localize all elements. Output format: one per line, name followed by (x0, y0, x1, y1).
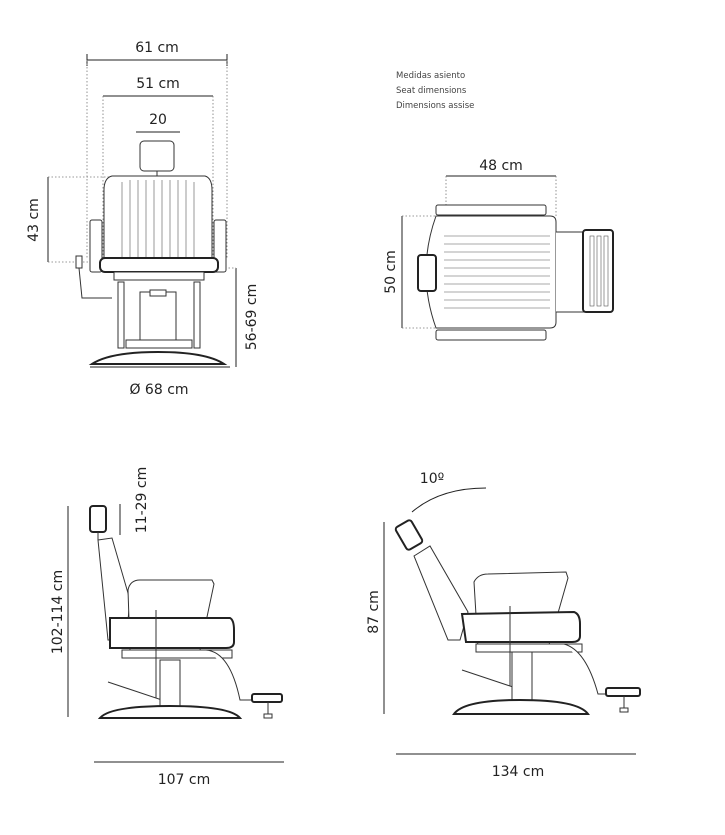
label-length-side: 107 cm (158, 772, 211, 788)
chair-top-drawing (417, 204, 614, 341)
label-total-height: 102-114 cm (50, 570, 66, 654)
dim-height-reclined: 87 cm (366, 522, 385, 714)
label-seat-width: 48 cm (479, 158, 523, 174)
note-line-2: Seat dimensions (396, 86, 467, 96)
chair-side-drawing (89, 505, 283, 719)
reclined-view: 10º 87 cm 134 cm (366, 471, 641, 780)
note-line-1: Medidas asiento (396, 71, 465, 81)
front-view: 61 cm 51 cm 20 43 cm 56-69 cm (26, 40, 260, 398)
label-seat-depth: 50 cm (383, 250, 399, 294)
dim-total-height: 102-114 cm (50, 506, 69, 717)
side-view: 11-29 cm 102-114 cm 107 cm (50, 467, 284, 788)
label-length-reclined: 134 cm (492, 764, 545, 780)
chair-front-drawing (75, 140, 228, 365)
dim-seat-width: 48 cm (445, 158, 557, 216)
dim-length-reclined: 134 cm (396, 753, 636, 780)
dim-headrest-width: 20 (136, 112, 180, 133)
label-backrest-height: 43 cm (26, 198, 42, 242)
label-angle: 10º (420, 471, 444, 487)
dim-length-side: 107 cm (94, 761, 284, 788)
label-total-width: 61 cm (135, 40, 179, 56)
label-base-diameter: Ø 68 cm (129, 382, 188, 398)
dim-base-diameter: Ø 68 cm (90, 366, 230, 398)
dim-seat-height: 56-69 cm (218, 267, 260, 367)
dim-seat-depth: 50 cm (383, 215, 446, 329)
top-view: Medidas asiento Seat dimensions Dimensio… (383, 71, 614, 341)
chair-reclined-drawing (394, 519, 641, 715)
label-height-reclined: 87 cm (366, 590, 382, 634)
label-inner-width: 51 cm (136, 76, 180, 92)
dim-total-width: 61 cm (86, 40, 228, 258)
dim-inner-width: 51 cm (102, 76, 214, 268)
label-headrest-width: 20 (149, 112, 167, 128)
dim-headrest-adjust: 11-29 cm (119, 467, 150, 535)
label-headrest-adjust: 11-29 cm (134, 467, 150, 533)
label-seat-height: 56-69 cm (244, 284, 260, 350)
dim-angle: 10º (411, 471, 487, 513)
note-line-3: Dimensions assise (396, 101, 474, 111)
